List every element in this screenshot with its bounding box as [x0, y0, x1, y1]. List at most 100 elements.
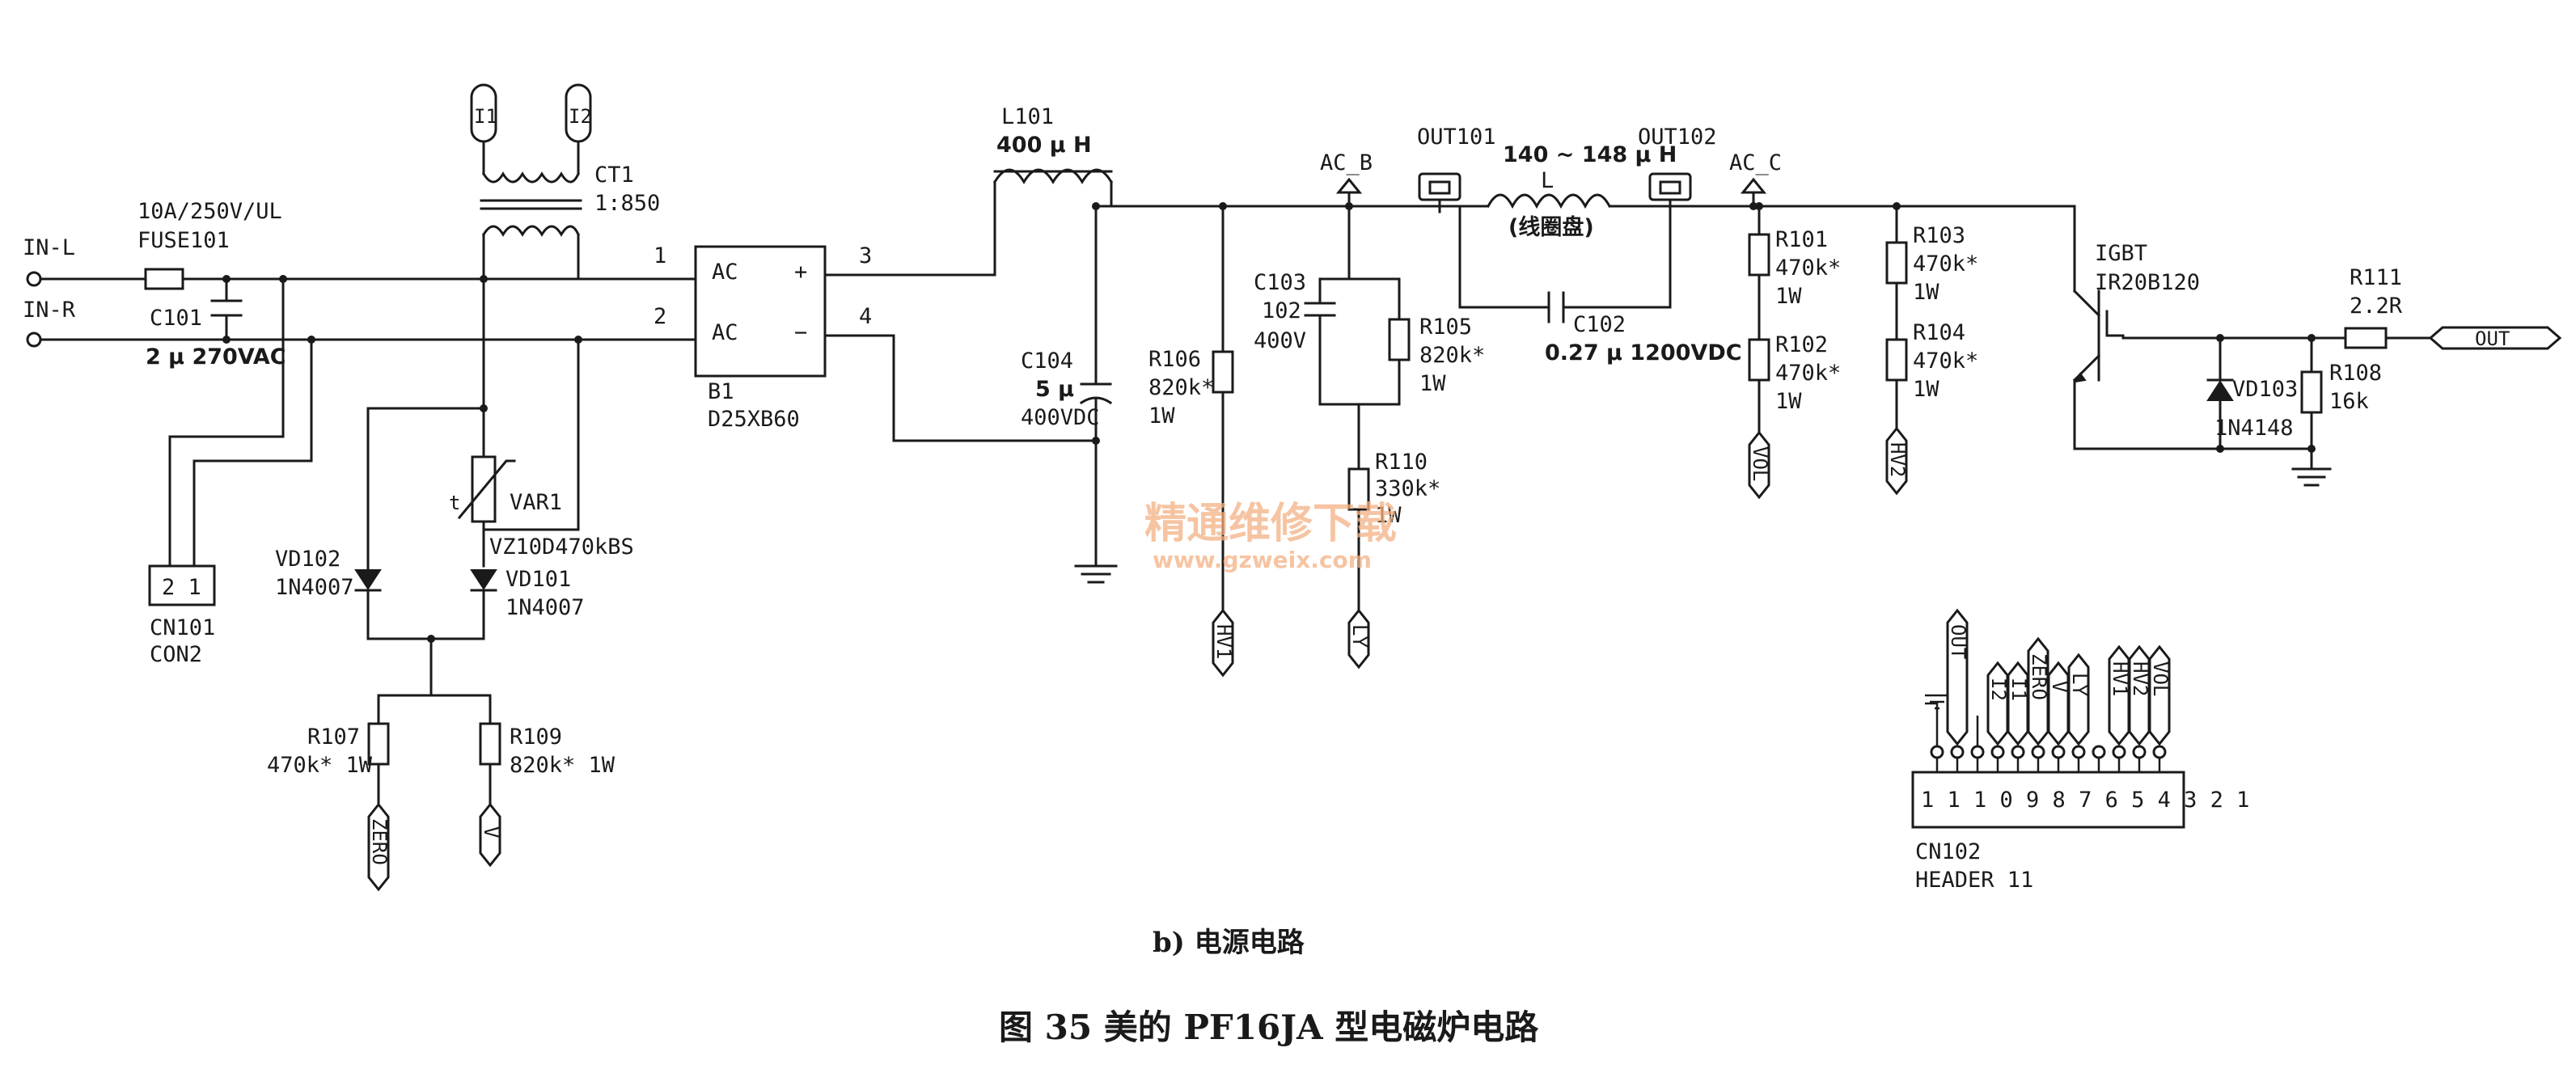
r101-ref: R101 — [1775, 227, 1828, 252]
var1-t: t — [449, 492, 460, 514]
in-r-label: IN-R — [23, 298, 76, 323]
vd103-diode: VD103 1N4148 — [2206, 377, 2298, 441]
l101-inductor: L101 400 μ H — [992, 104, 1114, 184]
r104-value1: 470k* — [1913, 349, 1978, 374]
r106-value1: 820k* — [1148, 375, 1214, 400]
vd101-diode: VD101 1N4007 — [470, 567, 585, 620]
ac-b-label: AC_B — [1320, 150, 1373, 175]
cn102-ref: CN102 — [1915, 839, 1981, 864]
cn102-type: HEADER 11 — [1915, 868, 2033, 893]
ac-c-label: AC_C — [1729, 150, 1782, 175]
r110-value1: 330k* — [1375, 476, 1440, 501]
b1-pin3: 3 — [859, 243, 872, 268]
r103-resistor: R103 470k* 1W — [1885, 223, 1978, 305]
vd102-part: 1N4007 — [275, 575, 354, 600]
fuse101-ref: FUSE101 — [137, 228, 230, 253]
net-hv2-tag: HV2 — [1885, 426, 1909, 496]
vd103-ref: VD103 — [2232, 377, 2298, 402]
l101-value: 400 μ H — [996, 133, 1092, 158]
r102-ref: R102 — [1775, 332, 1828, 357]
net-ly-tag: LY — [1347, 608, 1371, 670]
c103-value1: 102 — [1262, 298, 1301, 323]
cn101-connector: 2 1 CN101 CON2 — [148, 564, 216, 667]
r105-ref: R105 — [1419, 315, 1472, 340]
watermark-line2: www.gzweix.com — [1153, 547, 1372, 573]
out101-terminal: OUT101 — [1417, 125, 1496, 213]
cn102-label-hv1: HV1 — [2109, 661, 2131, 696]
l101-ref: L101 — [1001, 104, 1054, 129]
b1-part: D25XB60 — [708, 407, 800, 432]
net-ly-label: LY — [1348, 624, 1371, 648]
r104-ref: R104 — [1913, 320, 1965, 345]
r106-ref: R106 — [1148, 347, 1201, 372]
cn101-ref: CN101 — [150, 615, 215, 640]
watermark-line1: 精通维修下载 — [1144, 500, 1397, 548]
fuse101-value: 10A/250V/UL — [137, 199, 282, 224]
cn102-pin-tags: OUT I2 I1 ZERO V LY HV1 HV2 VOL — [1946, 608, 2172, 746]
vd101-ref: VD101 — [505, 567, 571, 592]
vd101-part: 1N4007 — [505, 595, 585, 620]
r105-resistor: R105 820k* 1W — [1388, 315, 1485, 396]
ac-c-testpoint: AC_C — [1729, 150, 1782, 206]
vd102-ref: VD102 — [275, 547, 341, 572]
vd103-part: 1N4148 — [2214, 416, 2294, 441]
r105-value1: 820k* — [1419, 343, 1485, 368]
c101-capacitor: C101 2 μ 270VAC — [146, 275, 286, 370]
cn102-label-v: V — [2048, 681, 2071, 692]
c101-value: 2 μ 270VAC — [146, 344, 286, 370]
c104-capacitor: C104 5 μ 400VDC — [1021, 205, 1118, 584]
r102-value2: 1W — [1775, 389, 1802, 414]
ct1-ratio: 1:850 — [594, 191, 660, 216]
r107-resistor: R107 470k* 1W — [267, 722, 390, 778]
c102-ref: C102 — [1573, 312, 1626, 337]
net-hv1-tag: HV1 — [1212, 608, 1235, 678]
out101-label: OUT101 — [1417, 125, 1496, 150]
coil-value: 140 ~ 148 μ H — [1503, 142, 1677, 167]
cn102-header: 1 1 1 0 9 8 7 6 5 4 3 2 1 CN102 HEADER 1… — [1911, 771, 2249, 893]
cn102-label-zero: ZERO — [2028, 653, 2050, 700]
r111-resistor: R111 2.2R — [2344, 265, 2403, 349]
b1-pin4: 4 — [859, 304, 872, 329]
ct1-transformer: I1 I2 CT1 1:850 — [470, 83, 660, 281]
c104-value2: 400VDC — [1021, 405, 1100, 430]
input-terminals: IN-L IN-R — [23, 235, 76, 348]
cn102-pin-stubs — [1925, 694, 2167, 772]
net-zero-label: ZERO — [368, 818, 391, 865]
c103-ref: C103 — [1254, 270, 1306, 295]
r103-ref: R103 — [1913, 223, 1965, 248]
cn102-label-hv2: HV2 — [2129, 661, 2151, 696]
b1-minus: − — [794, 320, 807, 345]
out102-terminal: OUT102 — [1638, 125, 1717, 213]
net-vol-tag: VOL — [1748, 430, 1771, 500]
net-vol-label: VOL — [1749, 446, 1771, 481]
c104-value1: 5 μ — [1035, 377, 1074, 402]
c104-ref: C104 — [1021, 349, 1073, 374]
r109-value: 820k* 1W — [510, 753, 615, 778]
r110-resistor: R110 330k* 1W — [1347, 450, 1440, 528]
r104-value2: 1W — [1913, 377, 1939, 402]
cn102-label-i1: I1 — [2007, 678, 2030, 701]
ct1-pin-i2: I2 — [569, 105, 592, 128]
r106-resistor: R106 820k* 1W — [1148, 347, 1234, 429]
coil-desc: (线圈盘) — [1508, 214, 1594, 240]
igbt-ref: IGBT — [2095, 241, 2147, 266]
r102-resistor: R102 470k* 1W — [1748, 332, 1841, 414]
cn102-label-i2: I2 — [1987, 678, 2010, 701]
r106-value2: 1W — [1148, 403, 1175, 429]
r104-resistor: R104 470k* 1W — [1885, 320, 1978, 402]
r101-value1: 470k* — [1775, 256, 1841, 281]
in-l-label: IN-L — [23, 235, 75, 260]
r101-resistor: R101 470k* 1W — [1748, 227, 1841, 309]
var1-ref: VAR1 — [510, 490, 562, 515]
cn102-label-vol: VOL — [2149, 661, 2172, 696]
b1-ac1: AC — [712, 260, 738, 285]
net-zero-tag: ZERO — [367, 802, 391, 892]
r109-resistor: R109 820k* 1W — [479, 722, 615, 778]
r103-value1: 470k* — [1913, 251, 1978, 277]
c102-value: 0.27 μ 1200VDC — [1545, 340, 1742, 365]
ct1-pin-i1: I1 — [474, 105, 497, 128]
b1-ac2: AC — [712, 320, 738, 345]
r108-value: 16k — [2329, 389, 2369, 414]
r109-ref: R109 — [510, 724, 562, 750]
cn101-pins: 2 1 — [162, 575, 201, 600]
